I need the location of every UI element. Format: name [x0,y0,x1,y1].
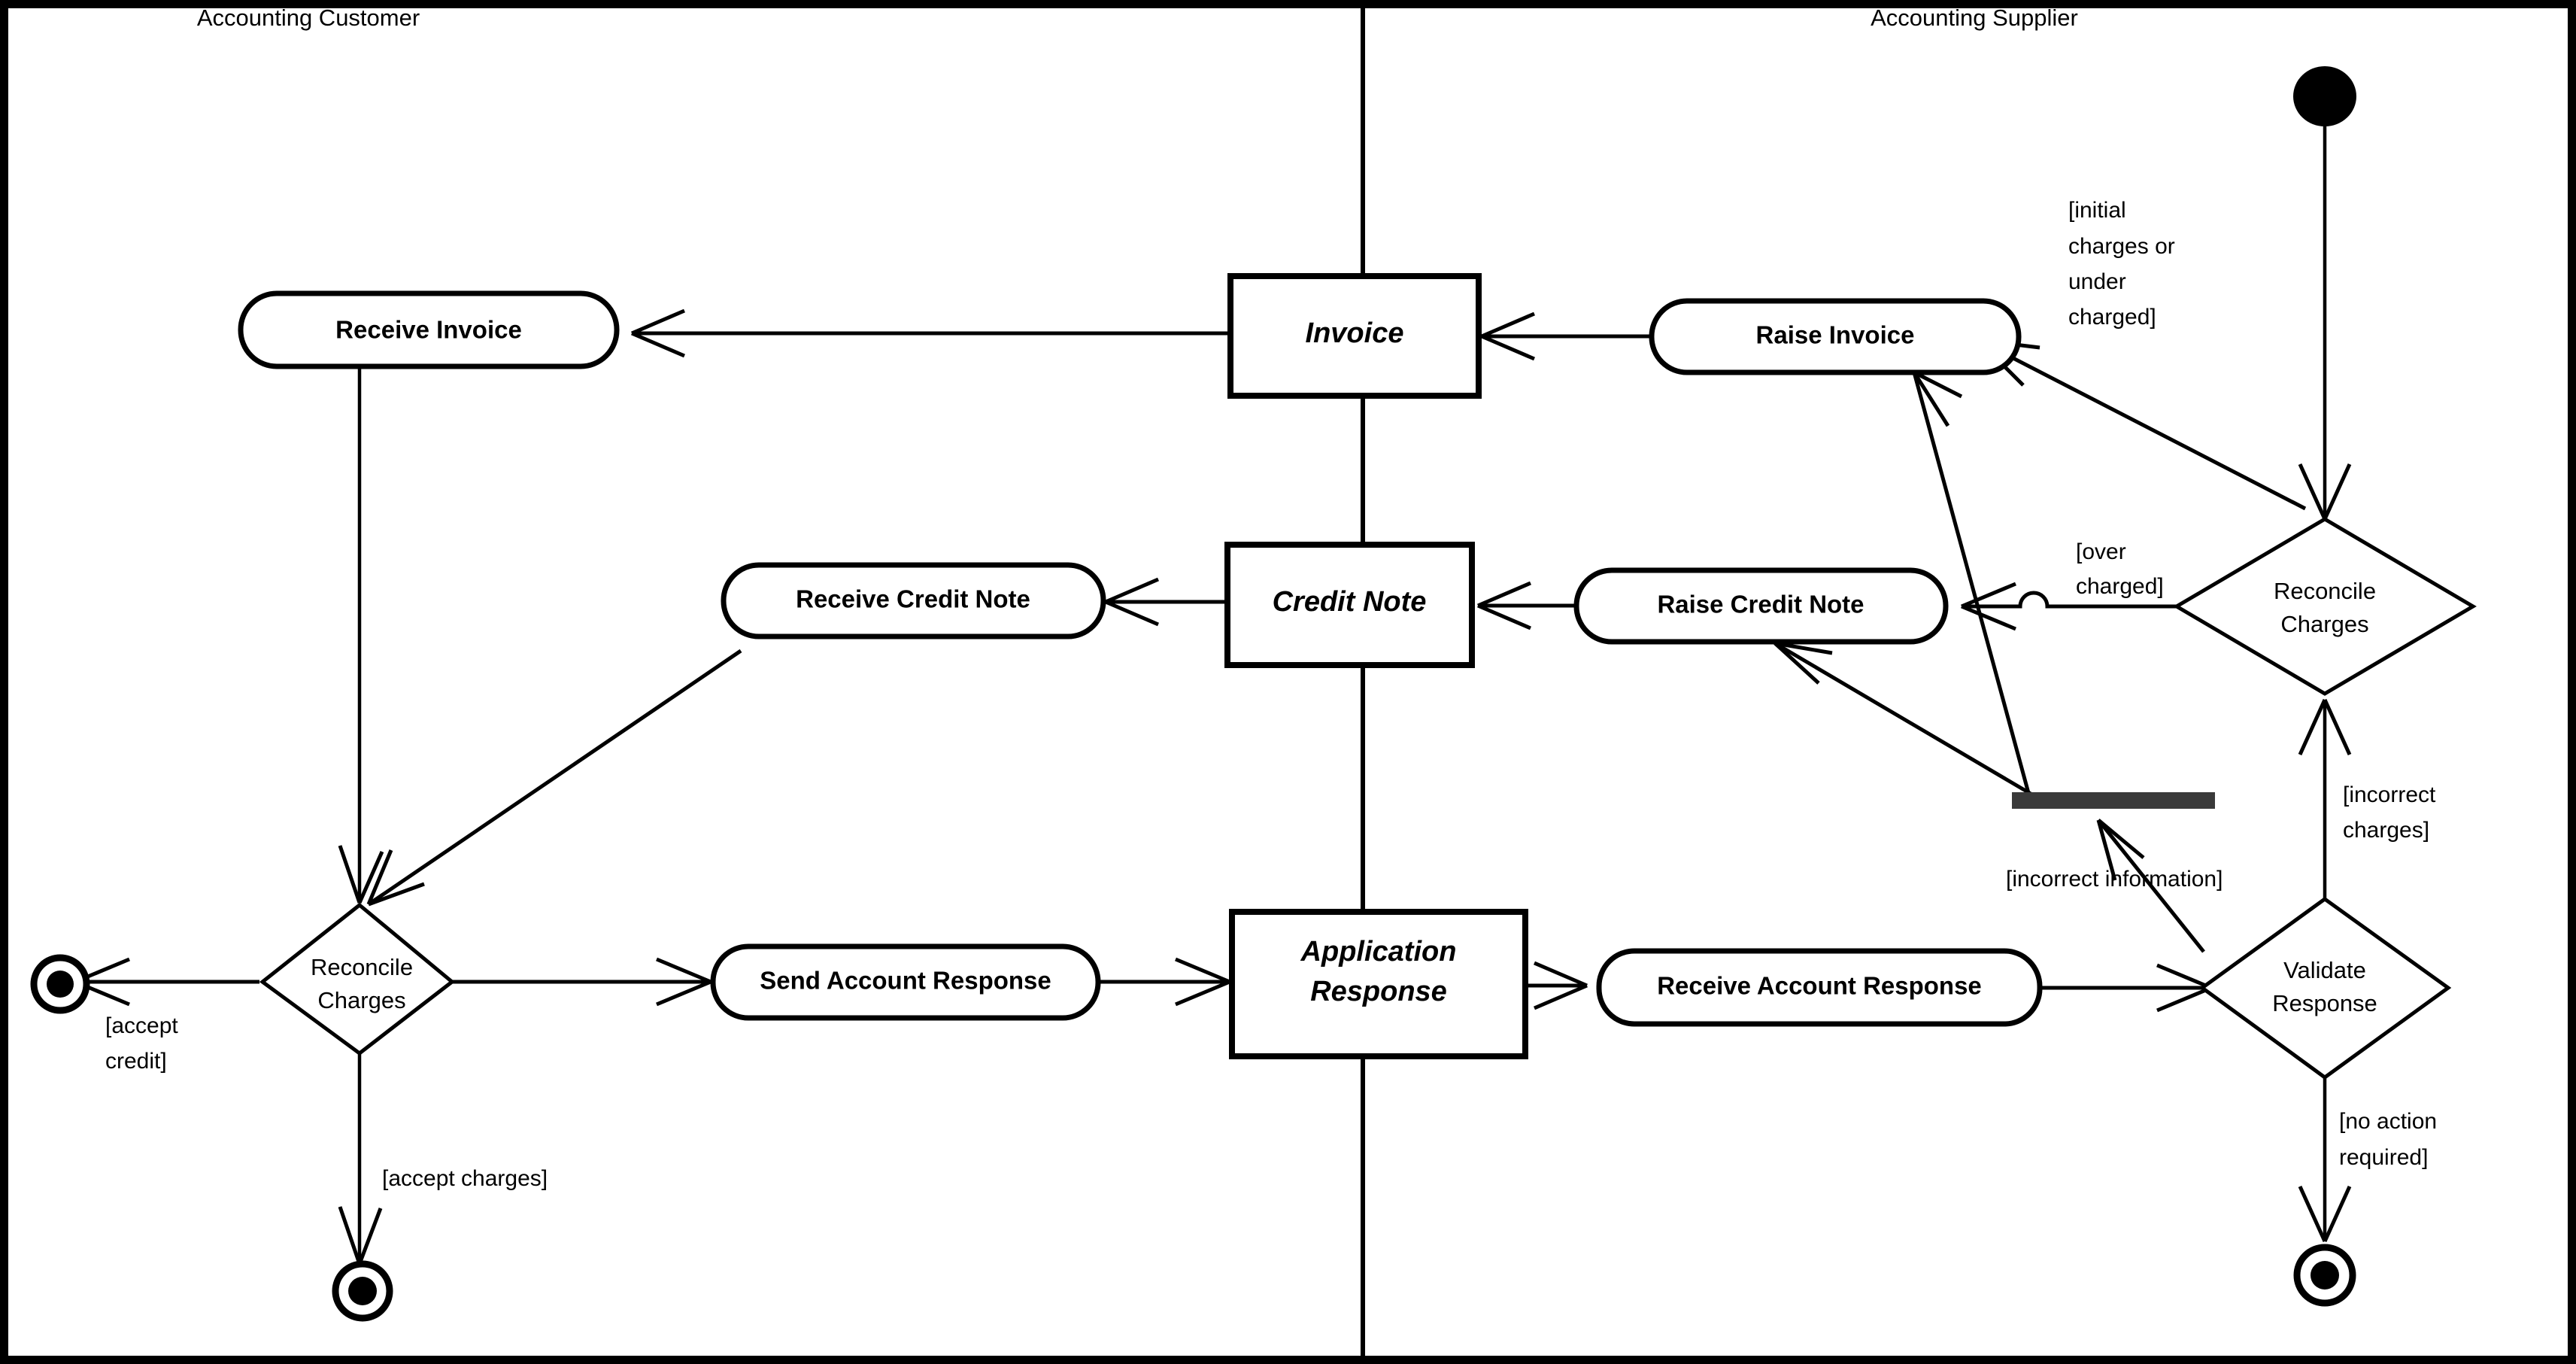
edge-validate-to-final-no-action [2298,1053,2352,1243]
node-final-accept-charges [332,1260,393,1322]
node-receive-invoice[interactable]: Receive Invoice [238,290,620,369]
guard-incorrect-charges-line2: charges] [2343,818,2429,843]
edge-application-response-to-receive-account-response [1527,961,1588,1010]
node-receive-credit-note-label: Receive Credit Note [796,585,1030,613]
swimlane-title-customer: Accounting Customer [196,5,420,31]
guard-initial-charges-line2: charges or [2068,234,2175,259]
guard-incorrect-information-label: [incorrect information] [2006,867,2223,892]
node-reconcile-charges-customer-label-line1: Reconcile [311,954,413,980]
guard-no-action-required: [no action required] [2339,1109,2437,1170]
guard-accept-charges-label: [accept charges] [382,1166,548,1191]
guard-initial-charges-line3: under [2068,269,2126,294]
edge-joinbar-to-raise-invoice [1912,370,2033,802]
node-raise-invoice[interactable]: Raise Invoice [1649,298,2022,375]
edge-credit-note-to-receive-credit-note [1105,577,1226,627]
node-reconcile-charges-customer[interactable]: Reconcile Charges [259,902,456,1056]
guard-initial-charges-line1: [initial [2068,198,2126,223]
edge-receive-credit-note-to-reconcile-customer [366,649,742,907]
guard-no-action-required-line2: required] [2339,1145,2428,1170]
guard-initial-charges-line4: charged] [2068,305,2156,330]
node-receive-account-response-label: Receive Account Response [1657,972,1982,1000]
node-credit-note-object-label: Credit Note [1273,586,1427,618]
guard-no-action-required-line1: [no action [2339,1109,2437,1134]
node-final-no-action [2293,1244,2356,1307]
edge-receive-account-response-to-validate [2040,963,2212,1013]
node-reconcile-charges-supplier-label-line1: Reconcile [2274,578,2376,604]
node-join-bar [2012,792,2215,809]
node-validate-response[interactable]: Validate Response [2198,896,2452,1080]
node-application-response-object[interactable]: Application Response [1229,909,1528,1059]
node-invoice-object-label: Invoice [1306,317,1404,349]
node-raise-credit-note[interactable]: Raise Credit Note [1573,567,1949,645]
edge-validate-to-reconcile-supplier [2298,698,2352,925]
node-validate-response-label-line1: Validate [2283,957,2366,983]
node-send-account-response[interactable]: Send Account Response [710,943,1101,1021]
guard-accept-credit-line1: [accept [105,1013,178,1038]
edge-raise-credit-note-to-credit-note [1477,581,1576,630]
node-reconcile-charges-supplier[interactable]: Reconcile Charges [2173,517,2477,696]
node-receive-account-response[interactable]: Receive Account Response [1596,948,2043,1027]
edge-reconcile-supplier-to-raise-invoice [1977,338,2307,511]
node-validate-response-label-line2: Response [2272,990,2377,1016]
guard-incorrect-information: [incorrect information] [2006,867,2223,892]
node-send-account-response-label: Send Account Response [760,967,1051,995]
node-raise-invoice-label: Raise Invoice [1756,321,1915,349]
guard-over-charged: [over charged] [2076,539,2164,599]
guard-accept-credit-line2: credit] [105,1049,167,1074]
node-receive-invoice-label: Receive Invoice [335,316,522,344]
edge-receive-invoice-to-reconcile-customer [338,366,384,904]
edge-reconcile-customer-to-final-accept-credit [74,957,259,1007]
edge-reconcile-customer-to-final-accept-charges [338,1053,383,1265]
guard-over-charged-line2: charged] [2076,574,2164,599]
node-application-response-object-label-line2: Response [1310,976,1447,1007]
node-invoice-object[interactable]: Invoice [1227,273,1482,399]
node-reconcile-charges-supplier-label-line2: Charges [2280,611,2368,637]
edge-validate-to-joinbar [2096,819,2205,953]
node-initial [2293,66,2356,126]
guard-accept-charges: [accept charges] [382,1166,548,1191]
node-credit-note-object[interactable]: Credit Note [1224,542,1475,668]
edge-reconcile-supplier-to-raise-credit-note [1961,582,2305,631]
edge-send-account-response-to-application-response [1098,957,1230,1007]
node-raise-credit-note-label: Raise Credit Note [1657,591,1864,618]
swimlane-title-supplier: Accounting Supplier [1871,5,2078,31]
edge-invoice-to-receive-invoice [631,308,1230,358]
guard-incorrect-charges-line1: [incorrect [2343,782,2436,807]
node-application-response-object-label-line1: Application [1300,936,1457,968]
guard-incorrect-charges: [incorrect charges] [2343,782,2436,843]
guard-accept-credit: [accept credit] [105,1013,178,1074]
node-final-accept-credit [30,954,90,1014]
node-reconcile-charges-customer-label-line2: Charges [317,987,405,1013]
guard-initial-charges: [initial charges or under charged] [2068,198,2175,330]
guard-over-charged-line1: [over [2076,539,2126,564]
edge-initial-to-reconcile-supplier [2298,113,2352,521]
node-receive-credit-note[interactable]: Receive Credit Note [721,562,1106,639]
edge-joinbar-to-raise-credit-note [1773,641,2032,796]
edge-reconcile-customer-to-send-account-response [451,957,712,1007]
edge-raise-invoice-to-invoice [1481,311,1651,361]
